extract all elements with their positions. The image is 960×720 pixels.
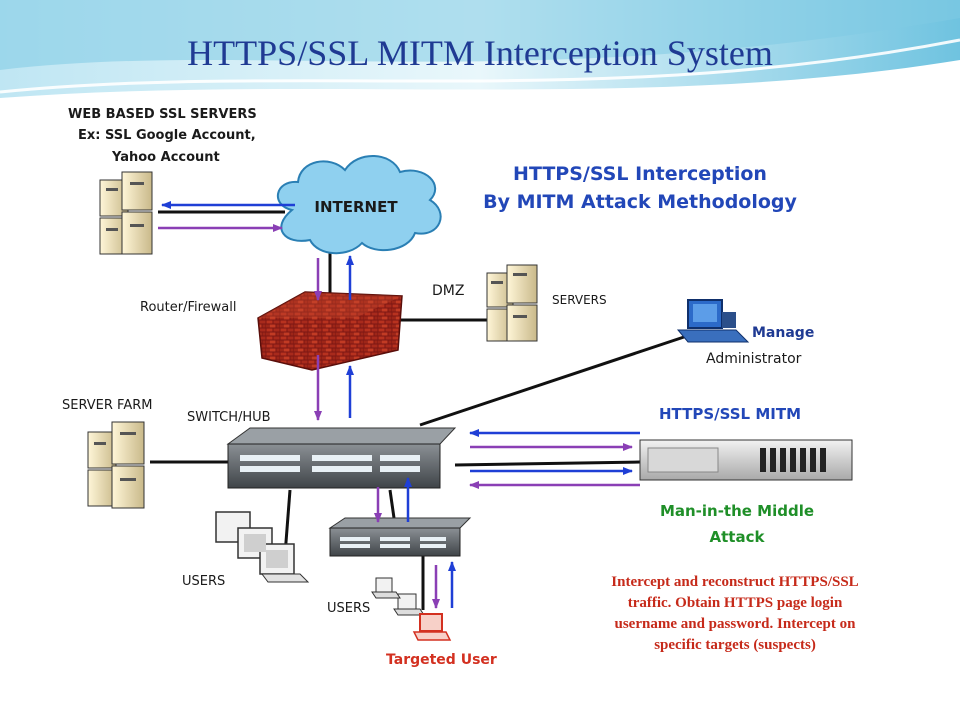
https-mitm-appliance: [639, 439, 853, 481]
server-farm: [87, 421, 145, 509]
ssl-servers-label-line1: WEB BASED SSL SERVERS: [68, 107, 257, 122]
mitm-attack-line2: Attack: [709, 528, 765, 546]
administrator-computer: [676, 299, 750, 343]
targeted-user-computer: [412, 613, 452, 641]
page-title: HTTPS/SSL MITM Interception System: [187, 33, 773, 73]
ssl-web-servers: [99, 171, 153, 255]
router-firewall: [257, 291, 403, 371]
users-middle-label: USERS: [327, 601, 371, 616]
server-farm-label: SERVER FARM: [62, 398, 153, 413]
router-firewall-label: Router/Firewall: [140, 300, 237, 315]
interception-heading: HTTPS/SSL Interception By MITM Attack Me…: [440, 160, 840, 216]
description-line4: specific targets (suspects): [654, 637, 816, 653]
users-middle-computers: [371, 577, 425, 616]
description-line3: username and password. Intercept on: [614, 616, 856, 632]
interception-heading-line2: By MITM Attack Methodology: [483, 191, 797, 213]
description-line1: Intercept and reconstruct HTTPS/SSL: [611, 574, 859, 590]
main-switch-hub: [226, 427, 457, 489]
users-left-computers: [215, 511, 310, 583]
secondary-switch: [328, 517, 472, 557]
traffic-arrows: [158, 201, 640, 609]
targeted-user-label: Targeted User: [386, 652, 497, 668]
manage-label: Manage: [752, 325, 815, 341]
ssl-servers-label-line3: Yahoo Account: [112, 150, 220, 165]
https-mitm-label: HTTPS/SSL MITM: [658, 405, 802, 423]
interception-heading-line1: HTTPS/SSL Interception: [513, 163, 767, 185]
interception-description: Intercept and reconstruct HTTPS/SSL traf…: [545, 572, 925, 656]
dmz-label: DMZ: [432, 283, 465, 299]
header-band: [0, 0, 960, 98]
mitm-attack-line1: Man-in-the Middle: [659, 502, 815, 520]
dmz-servers: [486, 264, 538, 342]
description-line2: traffic. Obtain HTTPS page login: [627, 595, 843, 611]
switch-hub-label: SWITCH/HUB: [187, 410, 271, 425]
ssl-servers-label-line2: Ex: SSL Google Account,: [78, 128, 256, 143]
users-left-label: USERS: [182, 574, 226, 589]
internet-cloud: [276, 155, 442, 255]
servers-label: SERVERS: [552, 293, 607, 307]
administrator-label: Administrator: [706, 351, 802, 367]
mitm-attack-label: Man-in-the Middle Attack: [622, 498, 852, 550]
internet-label: INTERNET: [314, 198, 398, 216]
